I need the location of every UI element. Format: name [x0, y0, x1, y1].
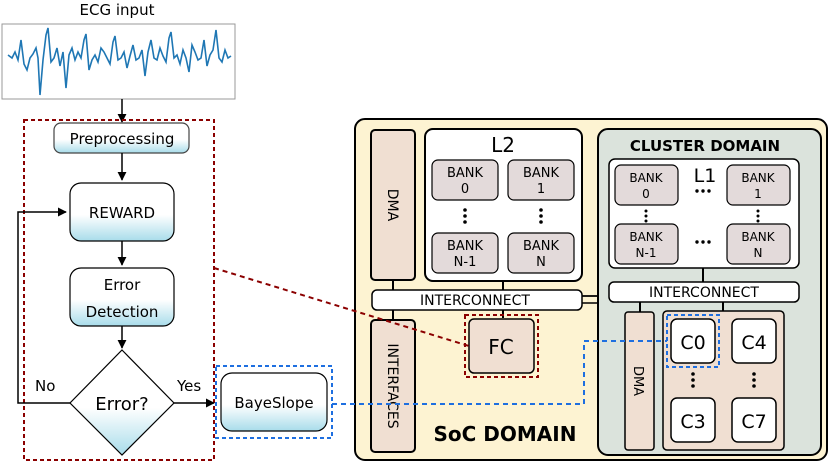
preprocessing-label: Preprocessing	[70, 130, 175, 148]
l1-bank: BANK 1	[726, 164, 791, 206]
l1-bank-index: N	[754, 246, 763, 260]
cluster-dma-label: DMA	[630, 366, 645, 396]
l2-bank-label: BANK	[447, 166, 484, 181]
l2-vertical-ellipsis	[463, 208, 543, 224]
error-detection-box[interactable]: Error Detection	[69, 267, 175, 327]
l2-bank-index: 1	[537, 182, 545, 197]
bayeslope-highlight	[215, 365, 333, 439]
l1-bank: BANK 0	[614, 164, 679, 206]
cluster-interconnect-label: INTERCONNECT	[649, 285, 759, 301]
core-c0: C0	[670, 318, 716, 364]
reward-box[interactable]: REWARD	[69, 182, 175, 242]
cluster-domain-title: CLUSTER DOMAIN	[630, 137, 780, 155]
l1-vertical-ellipsis	[644, 209, 760, 223]
ecg-input-label: ECG input	[80, 1, 155, 19]
decision-label: Error?	[95, 394, 148, 415]
l2-bank: BANK 0	[431, 159, 499, 201]
l2-bank-label: BANK	[523, 239, 560, 254]
core-c7: C7	[731, 397, 777, 443]
l2-bank-index: N-1	[454, 255, 477, 270]
bayeslope-box[interactable]: BayeSlope	[220, 372, 328, 432]
soc-interconnect: INTERCONNECT	[371, 289, 583, 311]
bayeslope-to-c0-mapping	[332, 340, 667, 405]
no-label: No	[35, 377, 55, 395]
core-c3: C3	[670, 397, 716, 443]
ecg-signal-box	[1, 23, 236, 100]
algorithm-region	[23, 119, 215, 461]
decision-diamond[interactable]: Error?	[69, 349, 175, 456]
l1-bank-label: BANK	[741, 171, 775, 185]
soc-interfaces-block: INTERFACES	[370, 319, 416, 453]
l1-memory: L1 BANK 0 BANK 1 BANK N-1 BANK N	[608, 158, 800, 269]
l1-bank-label: BANK	[629, 230, 663, 244]
core-label: C0	[680, 332, 705, 354]
fc-highlight	[464, 314, 539, 378]
l2-bank-label: BANK	[523, 166, 560, 181]
l2-bank: BANK N	[507, 232, 575, 274]
l1-bank: BANK N-1	[614, 223, 679, 265]
l2-memory: L2 BANK 0 BANK 1 BANK N-1 BANK N	[424, 128, 583, 282]
arrow-no-loop	[17, 207, 70, 404]
fc-block: FC	[468, 318, 535, 374]
core-c4: C4	[731, 318, 777, 364]
l2-label: L2	[491, 133, 515, 157]
l1-horizontal-ellipsis	[695, 189, 711, 244]
l1-label: L1	[694, 165, 717, 187]
l2-bank-index: N	[536, 255, 546, 270]
l1-bank-index: 0	[642, 187, 650, 201]
l2-bank: BANK N-1	[431, 232, 499, 274]
l1-bank: BANK N	[726, 223, 791, 265]
cluster-dma-block: DMA	[624, 311, 655, 451]
soc-domain-title: SoC DOMAIN	[434, 422, 577, 446]
l2-bank-index: 0	[461, 182, 469, 197]
yes-label: Yes	[176, 377, 201, 395]
cluster-interconnect: INTERCONNECT	[608, 281, 800, 303]
l1-bank-index: 1	[754, 187, 762, 201]
l1-bank-label: BANK	[629, 171, 663, 185]
ecg-input: ECG input	[1, 1, 236, 100]
fc-label: FC	[488, 335, 513, 359]
core-label: C4	[741, 332, 766, 354]
l2-bank: BANK 1	[507, 159, 575, 201]
reward-label: REWARD	[89, 204, 155, 222]
core-label: C7	[741, 411, 766, 433]
soc-interfaces-label: INTERFACES	[384, 343, 400, 428]
l2-bank-label: BANK	[447, 239, 484, 254]
l1-bank-index: N-1	[636, 246, 657, 260]
bayeslope-label: BayeSlope	[234, 394, 313, 412]
l1-bank-label: BANK	[741, 230, 775, 244]
soc-dma-block: DMA	[370, 129, 416, 281]
cores-vertical-ellipsis	[691, 372, 756, 388]
soc-interconnect-label: INTERCONNECT	[420, 293, 530, 309]
preprocessing-box[interactable]: Preprocessing	[53, 122, 190, 154]
ecg-waveform	[7, 27, 232, 96]
error-detection-label-2: Detection	[86, 303, 159, 321]
core-label: C3	[680, 411, 705, 433]
error-detection-label-1: Error	[104, 276, 141, 294]
soc-dma-label: DMA	[384, 189, 400, 222]
